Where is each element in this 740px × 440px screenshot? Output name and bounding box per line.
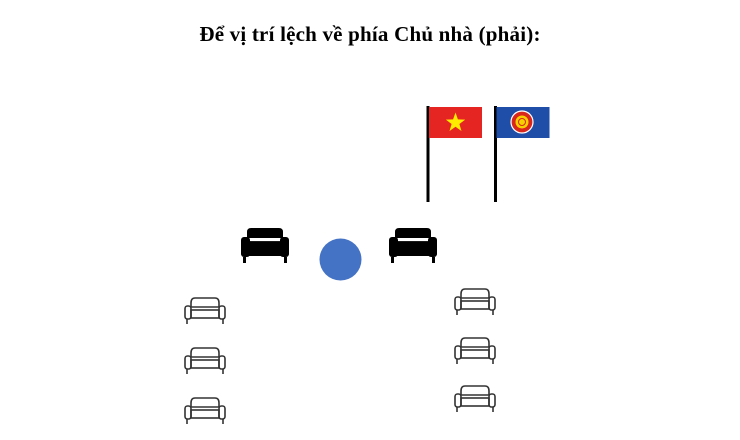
- vietnam-flag-pole: [426, 106, 430, 202]
- vietnam-flag-star: [445, 112, 466, 131]
- page-title: Để vị trí lệch về phía Chủ nhà (phải):: [199, 22, 541, 46]
- left-guest-chair-3: [184, 397, 226, 425]
- vietnam-flag-icon: [426, 106, 482, 202]
- right-host-chair-2: [454, 337, 496, 365]
- asean-flag-icon: [494, 106, 550, 202]
- right-host-chair-1: [454, 288, 496, 316]
- round-table-icon: [319, 238, 362, 281]
- left-guest-chair-2: [184, 347, 226, 375]
- left-guest-chair-1: [184, 297, 226, 325]
- host-main-armchair: [389, 228, 437, 263]
- right-host-chair-3: [454, 385, 496, 413]
- guest-main-armchair: [241, 228, 289, 263]
- asean-flag-pole: [494, 106, 497, 202]
